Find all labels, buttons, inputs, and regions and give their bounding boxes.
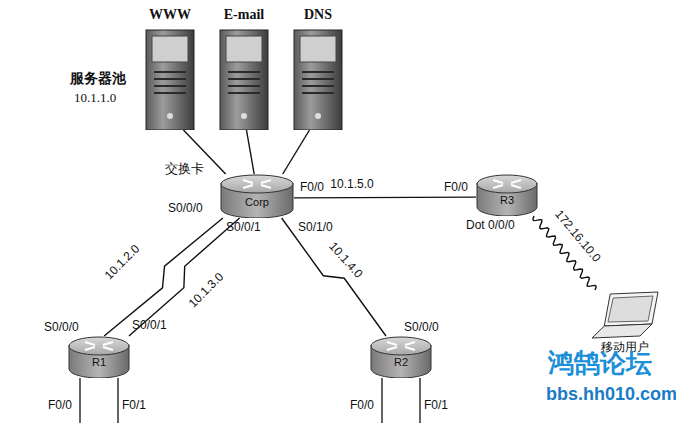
interface-label: F0/1 xyxy=(424,398,448,412)
interface-label: S0/0/0 xyxy=(168,201,203,215)
interface-label: S0/0/0 xyxy=(404,320,439,334)
serial-link xyxy=(282,218,386,336)
router-node: Corp xyxy=(220,174,294,218)
interface-label: S0/0/0 xyxy=(44,320,79,334)
router-node: R2 xyxy=(370,336,432,378)
interface-label: F0/0 xyxy=(48,398,72,412)
router-node: R3 xyxy=(476,174,538,216)
server-name: DNS xyxy=(288,6,348,24)
router-name: R1 xyxy=(68,356,130,369)
group-label: 服务器池 xyxy=(70,70,126,88)
server-node: DNS xyxy=(288,6,348,130)
interface-label: F0/1 xyxy=(122,398,146,412)
network-address: 10.1.3.0 xyxy=(184,268,227,311)
ethernet-link xyxy=(246,130,254,174)
interface-label: Dot 0/0/0 xyxy=(466,218,515,232)
watermark: bbs.hh010.com xyxy=(546,384,676,405)
watermark: 鸿鹄论坛 xyxy=(548,346,652,381)
router-name: R2 xyxy=(370,356,432,369)
interface-label: F0/0 xyxy=(350,398,374,412)
interface-label: F0/0 xyxy=(444,180,468,194)
server-name: E-mail xyxy=(214,6,274,24)
server-icon xyxy=(214,6,274,130)
router-name: Corp xyxy=(220,196,294,209)
network-address: 10.1.4.0 xyxy=(325,238,367,283)
network-address: 10.1.5.0 xyxy=(328,177,375,191)
group-label: 交换卡 xyxy=(165,160,204,178)
lan-wires xyxy=(80,378,420,423)
interface-label: F0/0 xyxy=(300,180,324,194)
server-node: WWW xyxy=(140,6,200,130)
ethernet-link xyxy=(294,196,476,198)
server-node: E-mail xyxy=(214,6,274,130)
interface-label: S0/0/1 xyxy=(132,318,167,332)
server-icon xyxy=(140,6,200,130)
router-node: R1 xyxy=(68,336,130,378)
group-label: 10.1.1.0 xyxy=(74,90,116,106)
serial-link xyxy=(129,218,240,336)
router-name: R3 xyxy=(476,194,538,207)
interface-label: S0/0/1 xyxy=(226,220,261,234)
serial-link xyxy=(104,218,223,336)
interface-label: S0/1/0 xyxy=(298,220,333,234)
server-icon xyxy=(288,6,348,130)
server-name: WWW xyxy=(140,6,200,24)
network-address: 172.16.10.0 xyxy=(551,206,605,267)
network-address: 10.1.2.0 xyxy=(100,240,143,283)
ethernet-link xyxy=(283,130,310,174)
